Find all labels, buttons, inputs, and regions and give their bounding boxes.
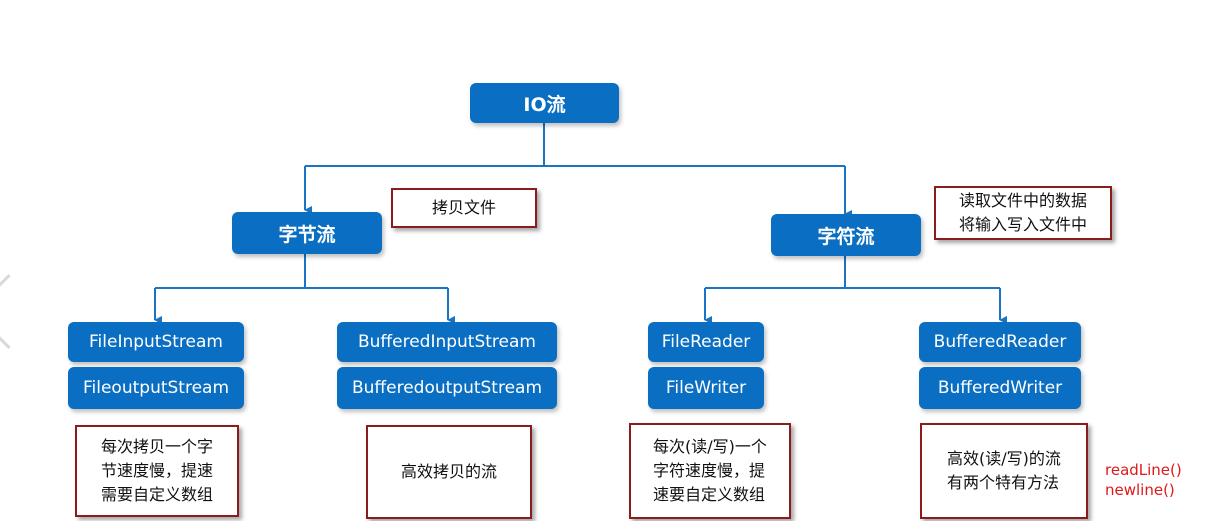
buffered-input-stream-node: BufferedInputStream bbox=[337, 322, 557, 362]
file-reader-note: 每次(读/写)一个 字符速度慢，提 速要自定义数组 bbox=[629, 423, 791, 519]
char-stream-node: 字符流 bbox=[771, 214, 921, 256]
byte-stream-note: 拷贝文件 bbox=[391, 188, 537, 228]
buffered-reader-note: 高效(读/写)的流 有两个特有方法 bbox=[920, 423, 1088, 519]
connector-root bbox=[305, 123, 845, 167]
file-writer-node: FileWriter bbox=[648, 367, 764, 409]
byte-stream-node: 字节流 bbox=[232, 212, 382, 254]
buffered-output-stream-node: BufferedoutputStream bbox=[337, 367, 557, 409]
method-newline: newline() bbox=[1105, 481, 1175, 499]
char-stream-note: 读取文件中的数据 将输入写入文件中 bbox=[934, 186, 1112, 240]
file-reader-node: FileReader bbox=[648, 322, 764, 362]
buffered-stream-note: 高效拷贝的流 bbox=[366, 425, 532, 519]
file-input-stream-node: FileInputStream bbox=[68, 322, 244, 362]
file-stream-note: 每次拷贝一个字 节速度慢，提速 需要自定义数组 bbox=[75, 425, 239, 517]
root-node: IO流 bbox=[470, 83, 619, 123]
special-methods: readLine() newline() bbox=[1105, 460, 1182, 500]
connector-char-stream bbox=[705, 256, 1000, 289]
buffered-reader-node: BufferedReader bbox=[919, 322, 1081, 362]
file-output-stream-node: FileoutputStream bbox=[68, 367, 244, 409]
method-readline: readLine() bbox=[1105, 461, 1182, 479]
connector-byte-stream bbox=[155, 254, 448, 289]
buffered-writer-node: BufferedWriter bbox=[919, 367, 1081, 409]
